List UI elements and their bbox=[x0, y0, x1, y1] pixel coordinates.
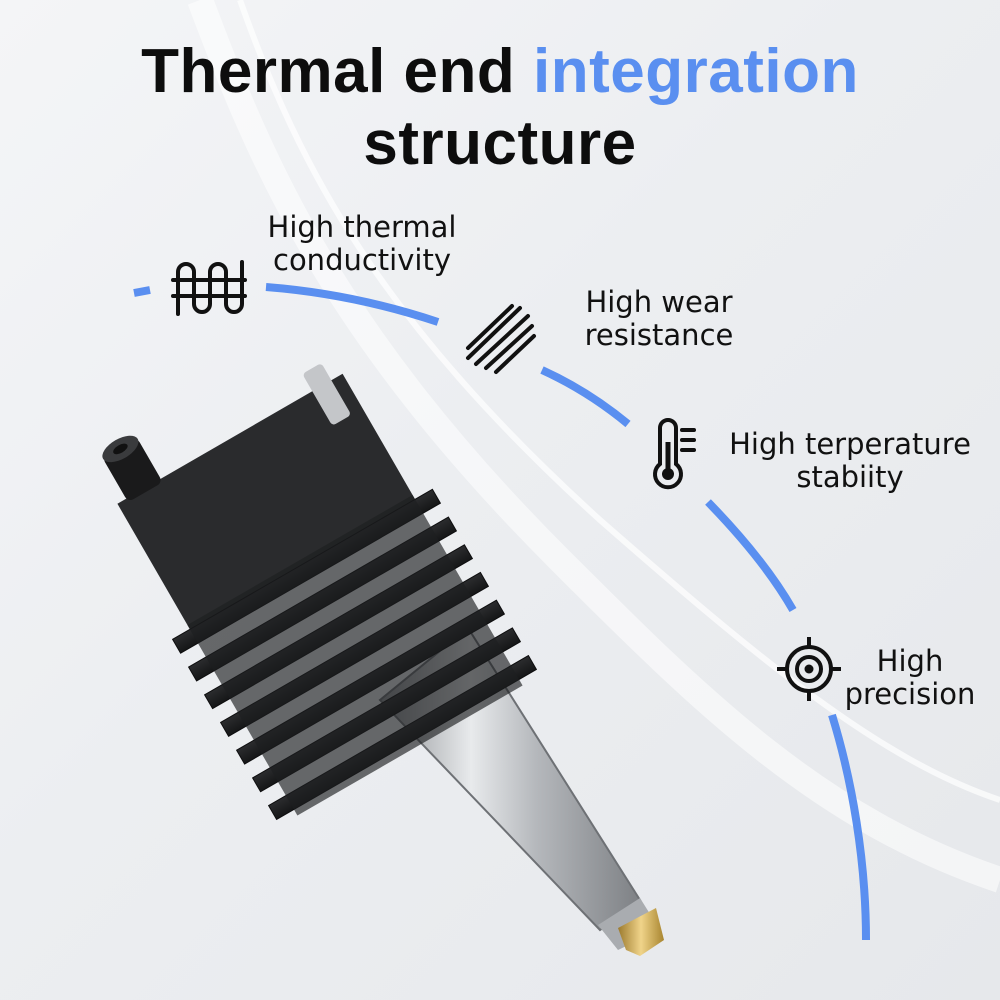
thermometer-icon bbox=[653, 418, 696, 490]
feature-4-line-1: High bbox=[876, 644, 944, 678]
title-line-2: structure bbox=[363, 109, 637, 178]
feature-4-line-2: precision bbox=[844, 677, 976, 711]
feature-3-line-2: stabiity bbox=[796, 460, 904, 494]
page-title: Thermal end integration structure bbox=[0, 36, 1000, 180]
background-swoosh-thin bbox=[237, 0, 1000, 803]
feature-2-line-1: High wear bbox=[585, 285, 733, 319]
feature-3-line-1: High terperature bbox=[729, 427, 971, 461]
feature-2-line-2: resistance bbox=[584, 318, 734, 352]
heating-coil-icon bbox=[171, 260, 247, 316]
heatsink bbox=[102, 364, 538, 821]
feature-label-temperature-stability: High terperature stabiity bbox=[722, 428, 978, 494]
title-accent: integration bbox=[533, 37, 859, 106]
brass-nozzle bbox=[618, 908, 664, 956]
feature-label-thermal-conductivity: High thermal conductivity bbox=[262, 211, 462, 277]
wear-lines-icon bbox=[466, 304, 536, 374]
feature-1-line-2: conductivity bbox=[273, 243, 451, 277]
crosshair-target-icon bbox=[777, 637, 841, 701]
title-line-1: Thermal end integration bbox=[0, 36, 1000, 108]
feature-label-wear-resistance: High wear resistance bbox=[574, 286, 744, 352]
feature-1-line-1: High thermal bbox=[267, 210, 457, 244]
feature-arc bbox=[133, 283, 870, 941]
feature-label-precision: High precision bbox=[836, 645, 984, 711]
title-part-1: Thermal end bbox=[141, 37, 534, 106]
background-swoosh bbox=[187, 0, 1000, 893]
